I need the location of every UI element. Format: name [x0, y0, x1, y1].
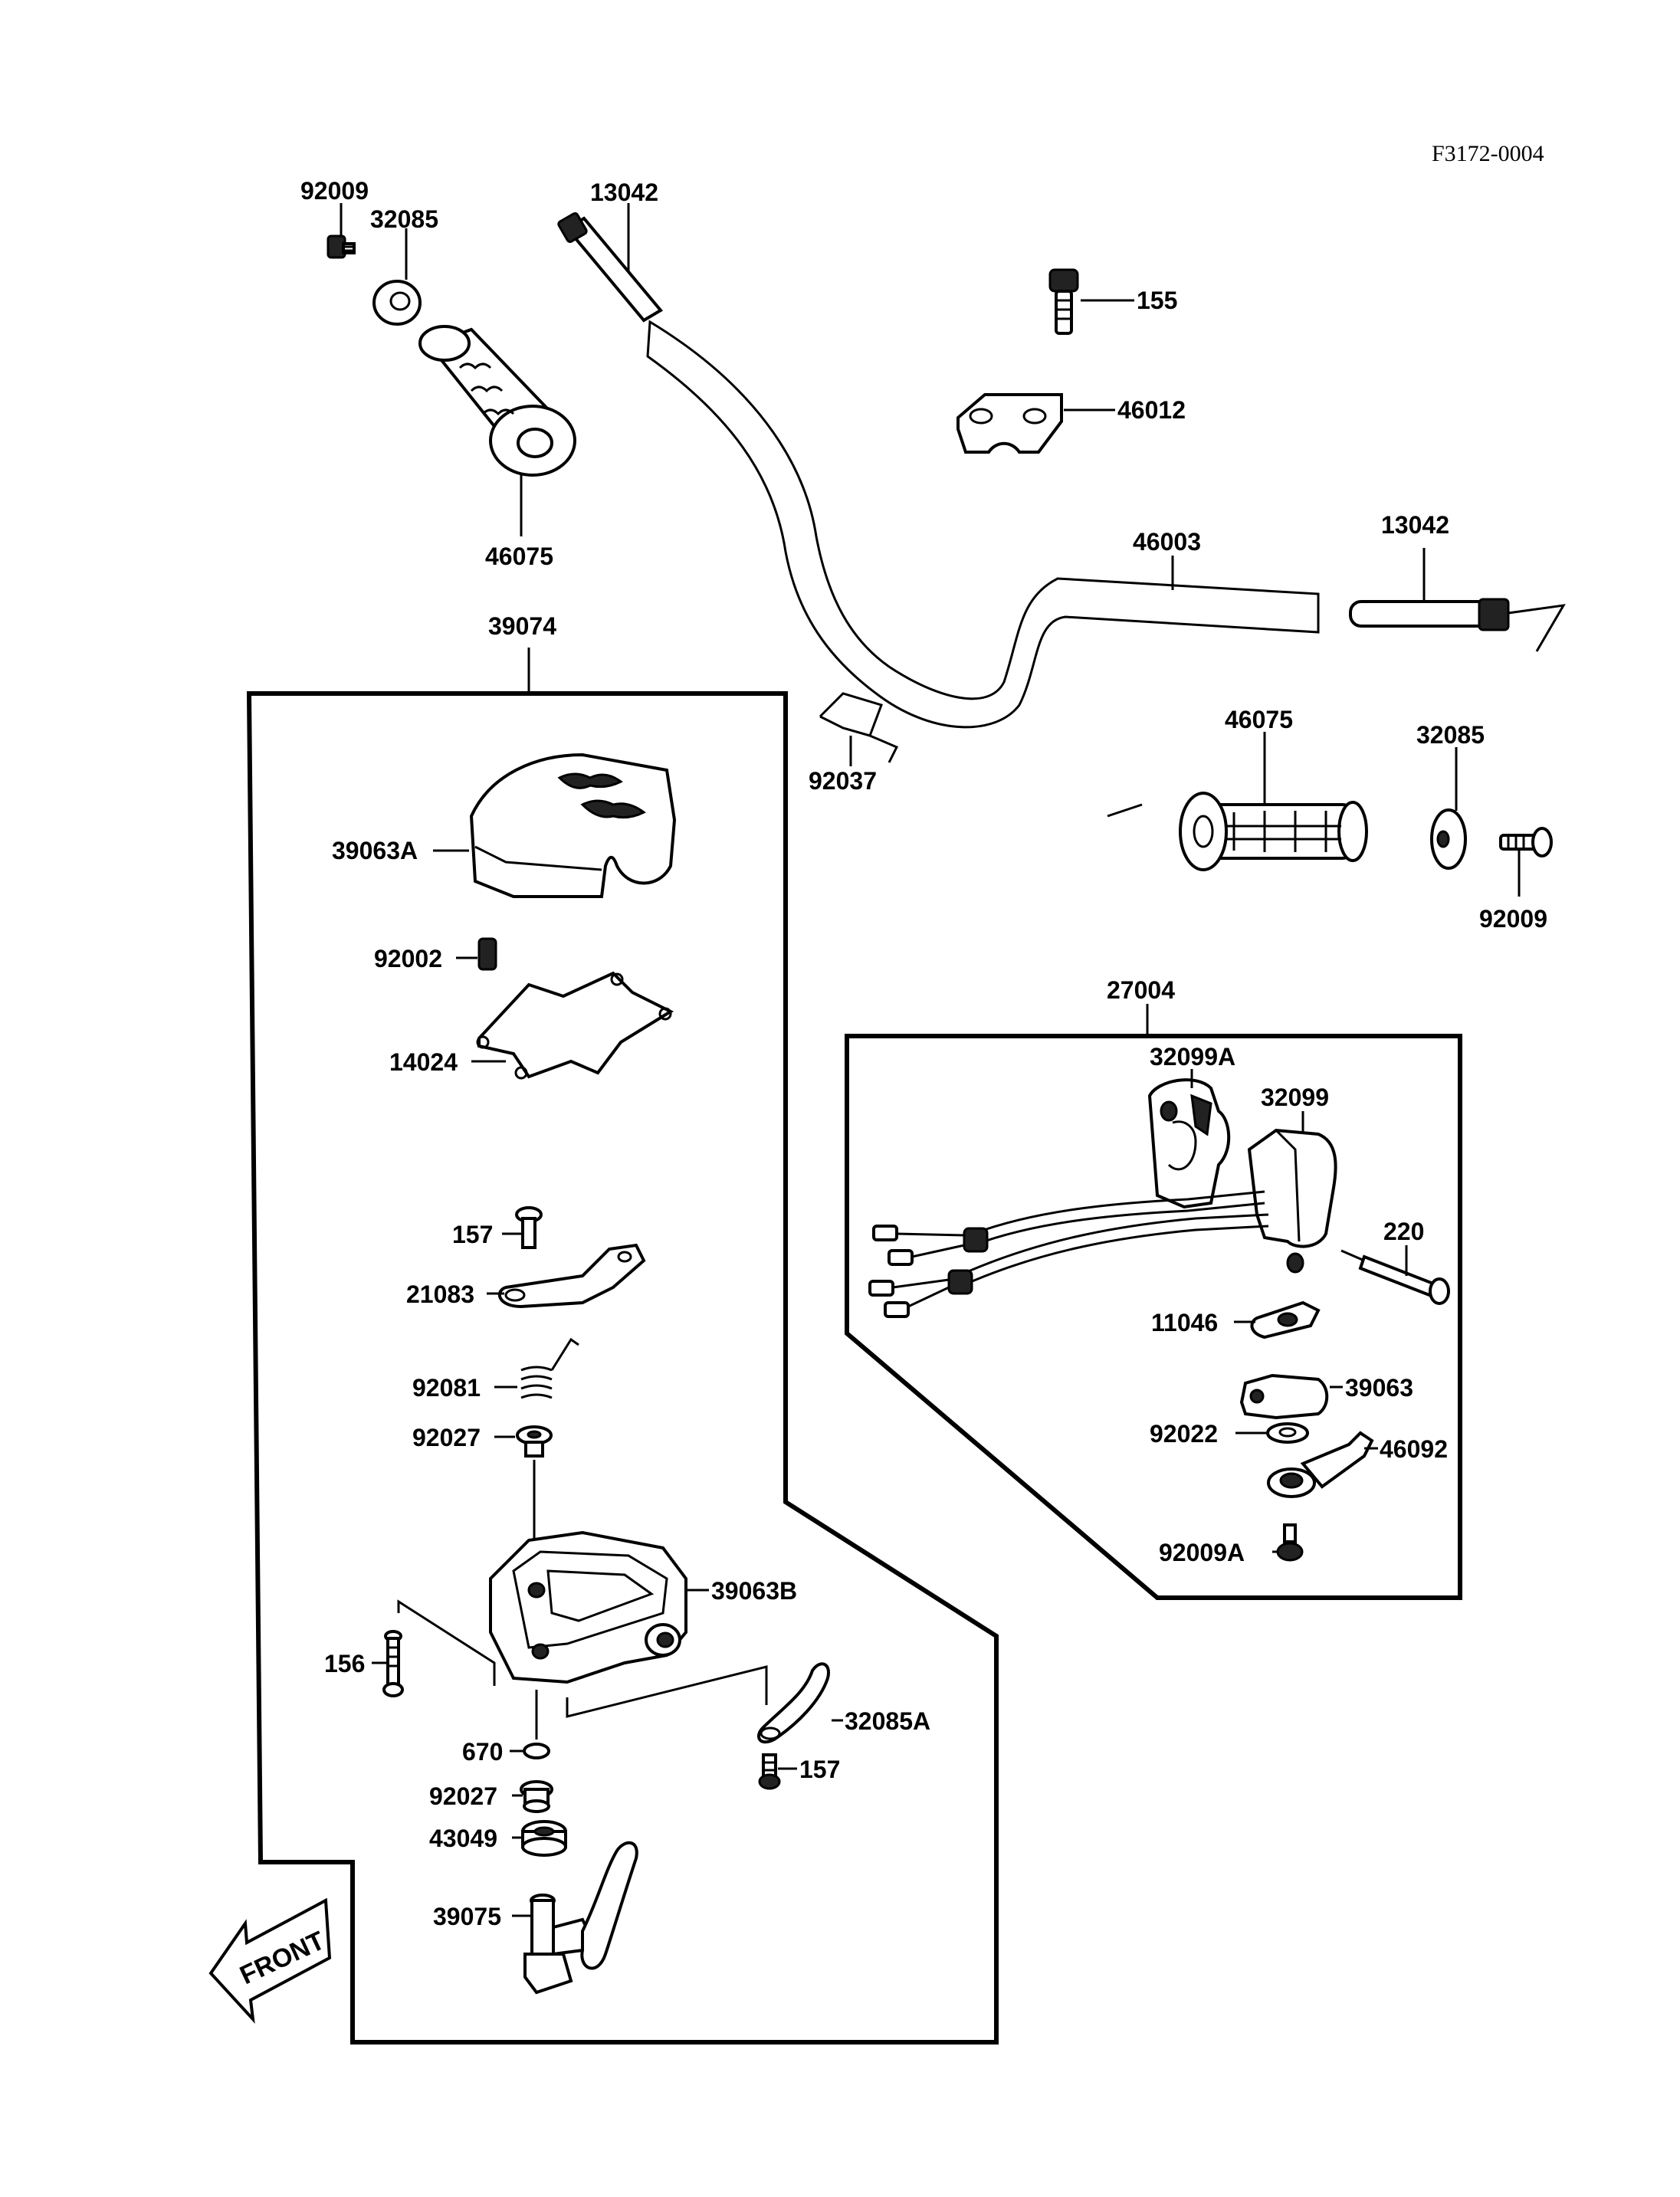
gasket-14024	[476, 971, 674, 1080]
label-670: 670	[462, 1738, 503, 1766]
cap-32085-right	[1430, 808, 1467, 870]
label-155: 155	[1137, 287, 1177, 314]
label-46092: 46092	[1380, 1435, 1448, 1463]
screw-157-top	[515, 1206, 543, 1249]
bushing-92027-bottom	[520, 1780, 553, 1813]
label-32085-right: 32085	[1416, 721, 1485, 749]
label-14024: 14024	[389, 1048, 458, 1076]
clip-11046	[1250, 1300, 1321, 1340]
label-39063A: 39063A	[332, 837, 418, 864]
front-arrow: FRONT	[208, 1897, 332, 2024]
screw-156	[382, 1630, 404, 1697]
cover-39063A	[469, 753, 677, 898]
washer-92022	[1266, 1422, 1309, 1444]
label-11046: 11046	[1151, 1309, 1218, 1336]
label-92022: 92022	[1150, 1420, 1218, 1448]
housing-39063B	[489, 1530, 687, 1684]
bolt-92009-right	[1499, 827, 1553, 857]
cap-32085-top	[372, 280, 422, 326]
bar-end-13042-right	[1349, 598, 1566, 652]
label-39063B: 39063B	[711, 1577, 797, 1605]
housing-32099A	[1147, 1078, 1231, 1209]
switch-wires	[868, 1190, 1269, 1318]
spring-92081	[520, 1337, 579, 1399]
label-13042-left: 13042	[590, 179, 658, 206]
label-92037: 92037	[809, 767, 877, 795]
label-13042-right: 13042	[1381, 511, 1449, 539]
label-27004: 27004	[1107, 976, 1175, 1004]
lever-39075	[523, 1841, 638, 1995]
label-92009A: 92009A	[1159, 1539, 1245, 1566]
label-157-top: 157	[452, 1221, 493, 1248]
screw-92009A	[1276, 1523, 1304, 1562]
screw-92002	[477, 937, 497, 971]
label-32085A: 32085A	[845, 1707, 930, 1735]
clamp-46012	[956, 393, 1063, 454]
label-156: 156	[324, 1650, 365, 1677]
grip-46075-right	[1179, 792, 1368, 871]
label-32085-top: 32085	[370, 205, 438, 233]
bushing-92027-top	[516, 1425, 553, 1458]
plate-32085A	[757, 1662, 830, 1744]
label-92027-bottom: 92027	[429, 1782, 497, 1810]
label-46075-right: 46075	[1225, 706, 1293, 733]
guide-156	[397, 1599, 496, 1686]
housing-32099	[1247, 1128, 1337, 1274]
grip-guide-right	[1107, 803, 1143, 818]
housing-39063	[1239, 1373, 1329, 1420]
guide-32085A	[566, 1665, 768, 1718]
lever-46092	[1267, 1431, 1374, 1498]
label-157-bottom: 157	[799, 1756, 840, 1783]
label-39074: 39074	[488, 612, 556, 640]
bushing-43049	[521, 1820, 567, 1857]
handlebar-46003	[646, 320, 1320, 729]
grip-46075-left	[418, 325, 576, 477]
bracket-21083	[497, 1243, 646, 1309]
label-92002: 92002	[374, 945, 442, 972]
group-box-27004	[845, 1034, 1462, 1600]
label-46003: 46003	[1133, 528, 1201, 556]
oring-670	[523, 1743, 550, 1759]
label-92009-top: 92009	[300, 177, 369, 205]
bolt-92009-top	[326, 234, 356, 259]
bolt-155	[1048, 268, 1079, 335]
label-92027-top: 92027	[412, 1424, 481, 1451]
bar-end-13042-left	[557, 212, 664, 323]
label-21083: 21083	[406, 1280, 474, 1308]
label-32099: 32099	[1261, 1084, 1329, 1111]
clip-92037	[819, 692, 899, 763]
label-39075: 39075	[433, 1903, 501, 1930]
screw-157-bottom	[758, 1753, 781, 1790]
label-43049: 43049	[429, 1825, 497, 1852]
label-46075-left: 46075	[485, 543, 553, 570]
diagram-code: F3172-0004	[1432, 141, 1544, 166]
screw-220	[1340, 1249, 1450, 1305]
label-220: 220	[1383, 1218, 1424, 1245]
label-32099A: 32099A	[1150, 1043, 1235, 1071]
label-92009-right: 92009	[1479, 905, 1547, 933]
label-46012: 46012	[1117, 396, 1186, 424]
label-92081: 92081	[412, 1374, 481, 1402]
group-box-39074	[246, 691, 999, 2045]
label-39063: 39063	[1345, 1374, 1413, 1402]
